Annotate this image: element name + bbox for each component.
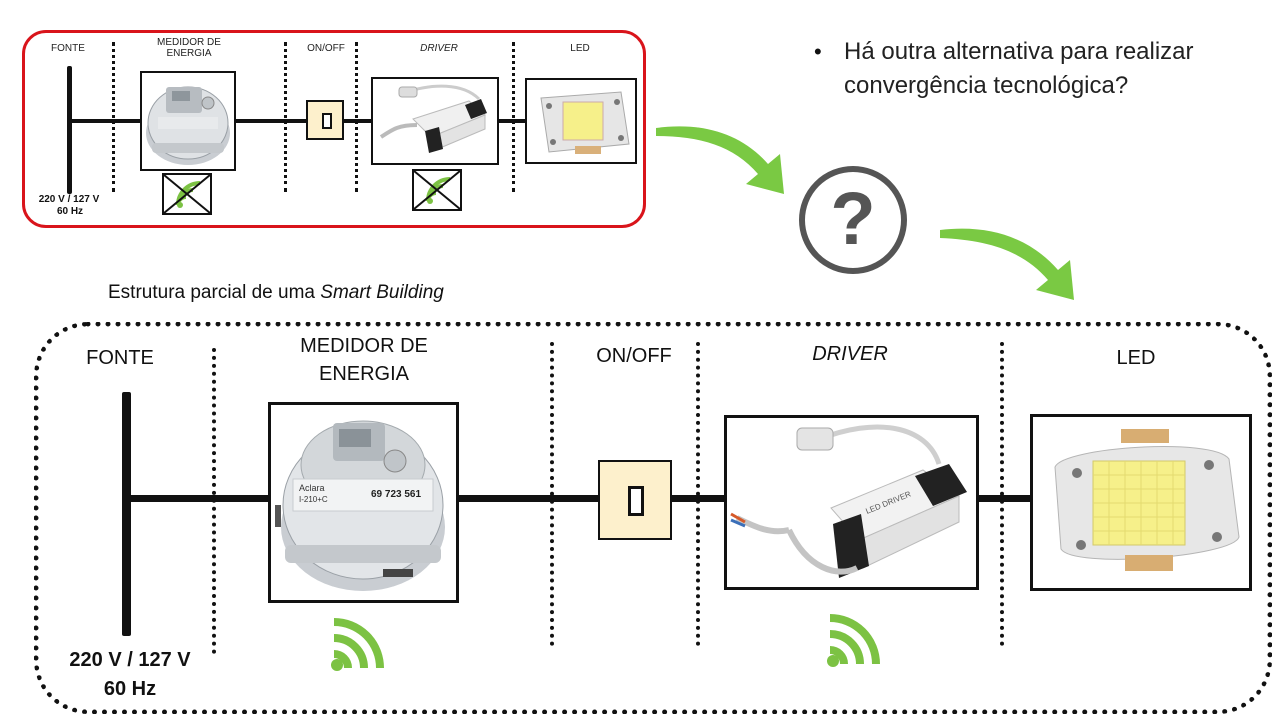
bottom-label-driver: DRIVER (812, 343, 888, 365)
question-bullet: • (814, 39, 822, 64)
bottom-meter-image: Aclara I-210+C 69 723 561 (268, 402, 459, 603)
bottom-label-fonte: FONTE (86, 347, 154, 369)
bottom-label-led: LED (1116, 347, 1156, 369)
meter-model: I-210+C (299, 495, 328, 504)
bottom-diagram-frame (34, 322, 1272, 714)
top-separator (512, 42, 515, 192)
meter-number: 69 723 561 (371, 489, 421, 500)
caption-prefix: Estrutura parcial de uma (108, 282, 321, 303)
top-label-onoff: ON/OFF (307, 43, 345, 54)
bottom-driver-image: LED DRIVER (724, 415, 979, 590)
top-separator (284, 42, 287, 192)
top-driver-image (371, 77, 499, 165)
top-label-driver: DRIVER (420, 43, 458, 54)
bottom-separator (550, 342, 554, 646)
top-label-fonte: FONTE (51, 43, 85, 54)
driver-wifi-icon (827, 614, 880, 667)
caption-italic: Smart Building (320, 282, 444, 303)
top-source-bar (67, 66, 72, 194)
top-voltage-label: 220 V / 127 V (38, 194, 100, 205)
top-led-image (525, 78, 637, 164)
caption: Estrutura parcial de uma Smart Building (108, 281, 444, 305)
flow-arrows (656, 126, 1074, 300)
bottom-label-onoff: ON/OFF (596, 345, 672, 367)
bottom-voltage-label: 220 V / 127 V (69, 649, 191, 671)
bottom-label-medidor-line1: MEDIDOR DE (300, 335, 428, 357)
bottom-switch (598, 460, 672, 540)
question-mark: ? (830, 177, 876, 260)
top-driver-wifi-disabled (412, 169, 462, 211)
meter-brand: Aclara (299, 483, 325, 493)
top-switch (306, 100, 344, 140)
arrow-down-right-icon (940, 228, 1074, 300)
top-meter-wifi-disabled (162, 173, 212, 215)
bottom-frequency-label: 60 Hz (103, 678, 157, 700)
bottom-wire (126, 495, 1034, 502)
bottom-separator (696, 342, 700, 646)
bottom-separator (1000, 342, 1004, 646)
top-label-led: LED (570, 43, 590, 54)
top-label-medidor: MEDIDOR DE ENERGIA (157, 37, 221, 59)
question-text-line1: Há outra alternativa para realizar (844, 38, 1194, 65)
top-meter-image (140, 71, 236, 171)
top-wire (70, 119, 528, 123)
bottom-label-medidor-line2: ENERGIA (318, 363, 410, 385)
top-frequency-label: 60 Hz (56, 206, 84, 217)
top-separator (355, 42, 358, 192)
arrow-down-right-icon (656, 126, 784, 194)
meter-wifi-icon (331, 618, 384, 671)
top-diagram-frame (22, 30, 646, 228)
question-circle-icon: ? (799, 166, 907, 274)
bottom-source-bar (122, 392, 131, 636)
question-text-line2: convergência tecnológica? (844, 72, 1129, 99)
top-separator (112, 42, 115, 192)
bottom-led-image (1030, 414, 1252, 591)
